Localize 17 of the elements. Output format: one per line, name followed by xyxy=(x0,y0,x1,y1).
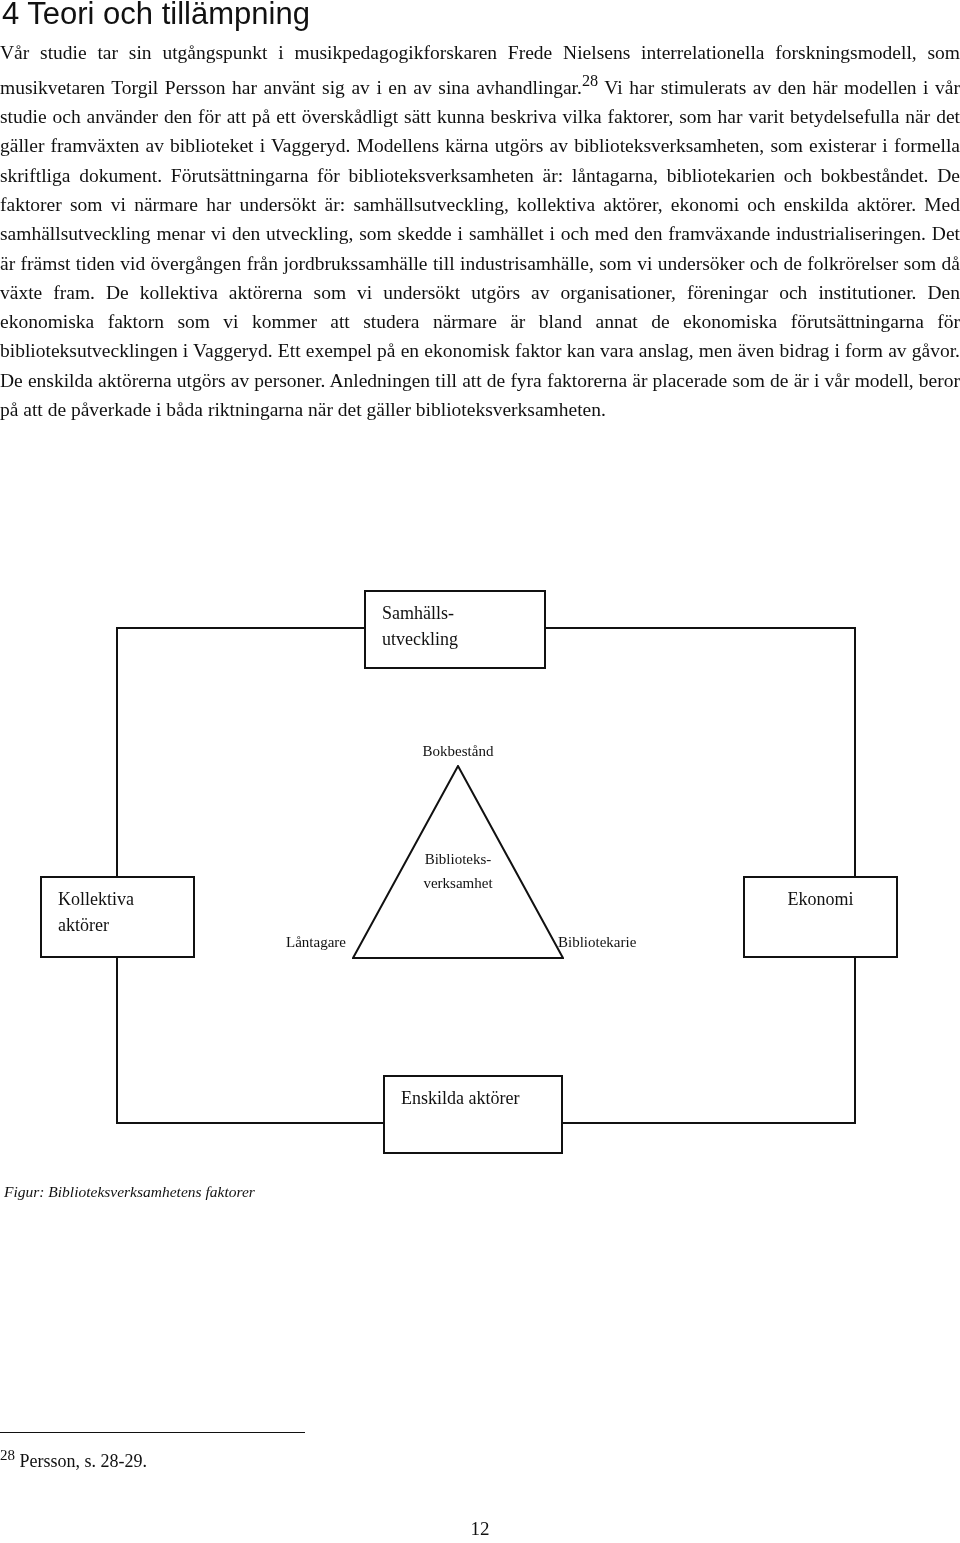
connector-line xyxy=(545,627,856,877)
connector-line xyxy=(116,627,365,877)
vertex-label: Låntagare xyxy=(285,934,346,951)
page-number: 12 xyxy=(469,1518,491,1540)
factor-box: Ekonomi xyxy=(743,876,898,958)
connector-line xyxy=(562,957,856,1124)
figure-caption: Figur: Biblioteksverksamhetens faktorer xyxy=(4,1183,255,1201)
vertex-label: Bokbestånd xyxy=(421,743,495,760)
node-text: Biblioteks- verksamhet xyxy=(422,850,494,893)
connector-line xyxy=(116,957,384,1124)
heading: 4 Teori och tillämpning xyxy=(2,0,310,32)
body-paragraph: Vår studie tar sin utgångspunkt i musikpedagogikforskaren Frede Nielsens interrelationella forskningsmodell, som musikvetaren Torgil Persson har använt sig av i en av sina avhandlingar.$^{28}$ Vi har stimulerats av den här modellen i vår studie och använder den för att på ett överskådligt sätt kunna beskriva vilka faktorer, som har varit betydelsefulla när det gäller framväxten av biblioteket i Vaggeryd. Modellens kärna utgörs av biblioteksverksamheten, som existerar i formella skriftliga dokument. Förutsättningarna för biblioteksverksamheten är: låntagarna, bibliotekarien och bokbeståndet. De faktorer som vi närmare har undersökt är: samhällsutveckling, kollektiva aktörer, ekonomi och enskilda aktörer. Med samhällsutveckling menar vi den utveckling, som skedde i samhället i och med den framväxande industrialiseringen. Det är främst tiden vid övergången från jordbrukssamhälle till industrisamhälle, som vi undersöker och de folkrörelser som då växte fram. De kollektiva aktörerna som vi undersökt utgörs av organisationer, föreningar och institutioner. Den ekonomiska faktorn som vi kommer att studera närmare är bland annat de ekonomiska förutsättningarna för biblioteksutvecklingen i Vaggeryd. Ett exempel på en ekonomisk faktor kan vara anslag, men även bidrag i form av gåvor. De enskilda aktörerna utgörs av personer. Anledningen till att de fyra faktorerna är placerade som de är i vår modell, beror på att de påverkade i båda riktningarna när det gäller biblioteksverksamheten. xyxy=(0,41,960,423)
vertex-label: Bibliotekarie xyxy=(558,934,637,951)
footnote: $^{28}$ Persson, s. 28-29. xyxy=(0,1447,147,1472)
factor-box: Enskilda aktörer xyxy=(383,1075,563,1154)
factor-box: Kollektiva aktörer xyxy=(40,876,195,958)
factor-box: Samhälls- utveckling xyxy=(364,590,546,669)
